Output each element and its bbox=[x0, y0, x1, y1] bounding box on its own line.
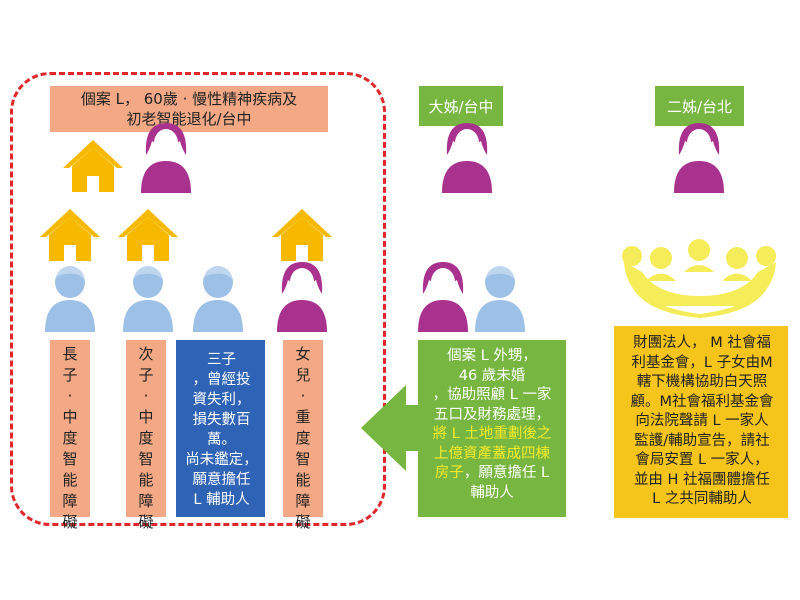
meeting-group-icon bbox=[622, 239, 776, 318]
house-icon-daughter bbox=[272, 209, 332, 261]
male-icon-third-son bbox=[193, 264, 243, 332]
sister1-label: 大姊/台中 bbox=[419, 86, 503, 126]
daughter-box: 女兒 ·重 度智 能障 礙 bbox=[283, 340, 323, 531]
nephew-highlight-2: 上億資產蓋成四棟 bbox=[434, 445, 550, 462]
nephew-highlight-1: 將 L 土地重劃後之 bbox=[432, 426, 552, 442]
second-son-box: 次子 ·中 度智 能障 礙 bbox=[126, 340, 166, 531]
left-arrow-icon bbox=[361, 385, 418, 471]
case-title-box: 個案 L， 60歲 · 慢性精神疾病及 初老智能退化/台中 bbox=[50, 86, 328, 132]
male-icon-second-son bbox=[123, 264, 173, 332]
nephew-box: 個案 L 外甥， 46 歲未婚 ，協助照顧 L 一家 五口及財務處理， 將 L … bbox=[418, 340, 566, 517]
sister2-label: 二姊/台北 bbox=[655, 86, 744, 126]
female-icon-sister2 bbox=[674, 123, 724, 193]
house-icon-eldest-son bbox=[40, 209, 100, 261]
family-group-frame bbox=[10, 72, 386, 526]
female-icon-daughter bbox=[277, 262, 327, 332]
female-icon-sister1 bbox=[442, 123, 492, 193]
foundation-box: 財團法人， M 社會福 利基金會，L 子女由M 轄下機構協助白天照 顧。M社會福… bbox=[614, 326, 788, 518]
female-icon-case bbox=[141, 123, 191, 193]
male-icon-eldest-son bbox=[45, 264, 95, 332]
eldest-son-box: 長子 ·中 度智 能障 礙 bbox=[50, 340, 90, 531]
nephew-highlight-3: 房子 bbox=[434, 465, 464, 481]
house-icon-second-son bbox=[118, 209, 178, 261]
female-icon-nephew-group bbox=[418, 262, 468, 332]
case-title-line2: 初老智能退化/台中 bbox=[126, 110, 252, 128]
house-icon-case bbox=[63, 140, 123, 192]
case-title-line1: 個案 L， 60歲 · 慢性精神疾病及 bbox=[80, 90, 298, 108]
male-icon-nephew bbox=[475, 264, 525, 332]
third-son-box: 三子 ，曾經投 資失利， 損失數百 萬。 尚未鑑定， 願意擔任 L 輔助人 bbox=[176, 340, 265, 517]
